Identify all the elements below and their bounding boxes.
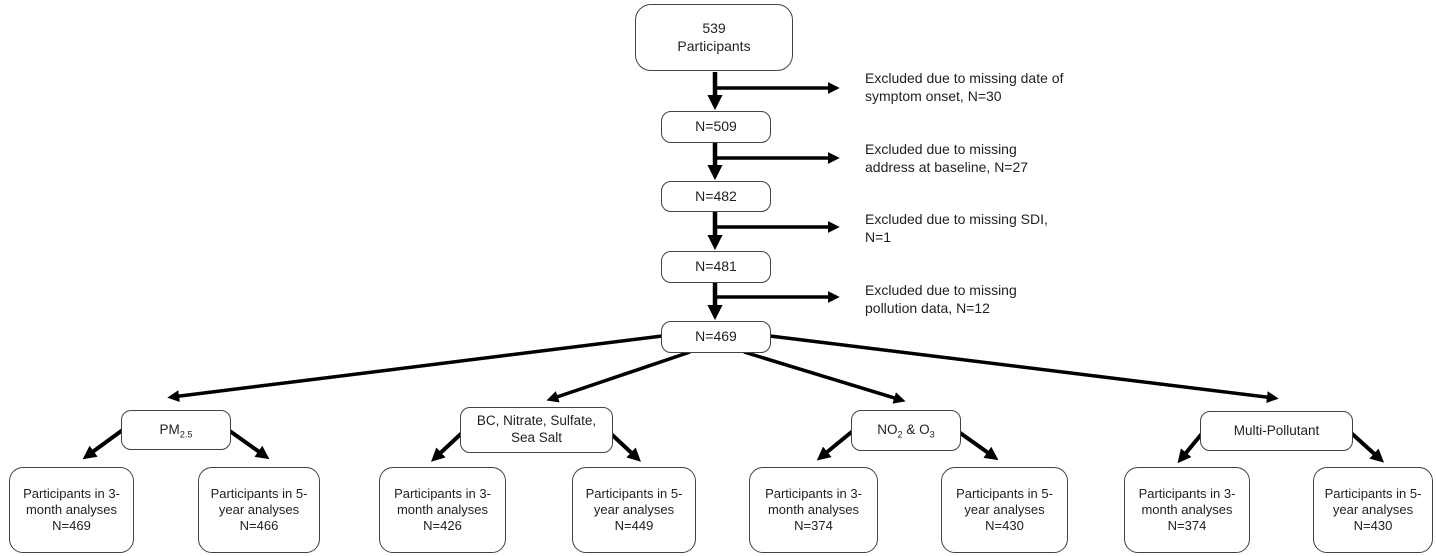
category-no2-o3-label: NO2 & O3 — [877, 422, 934, 439]
leaf-text: Participants in 5-year analyses — [210, 485, 308, 517]
node-n482-label: N=482 — [695, 187, 737, 204]
pm-label-main: PM — [159, 421, 180, 437]
node-n481-label: N=481 — [695, 258, 737, 275]
exclusion-note-symptom-onset: Excluded due to missing date of symptom … — [865, 70, 1064, 104]
leaf-text: Participants in 5-year analyses — [585, 485, 683, 517]
no2-subscript: 2 — [897, 429, 903, 440]
node-n509-label: N=509 — [695, 118, 737, 135]
exclusion-note-address-baseline: Excluded due to missing address at basel… — [865, 141, 1029, 175]
leaf-pm25-5year: Participants in 5-year analyses N=466 — [198, 467, 320, 553]
category-pm25: PM2.5 — [121, 410, 231, 450]
participant-count: 539 — [702, 20, 726, 36]
leaf-n-value: N=374 — [1167, 518, 1207, 534]
category-bc-nitrate-sulfate-seasalt: BC, Nitrate, Sulfate, Sea Salt — [460, 407, 613, 453]
leaf-n-value: N=426 — [423, 518, 462, 534]
leaf-n-value: N=430 — [985, 518, 1024, 534]
node-539-participants: 539 Participants — [635, 4, 793, 71]
leaf-text: Participants in 3-month analyses — [23, 485, 120, 517]
category-multi-pollutant: Multi-Pollutant — [1200, 411, 1353, 451]
exclusion-note-sdi: Excluded due to missing SDI, N=1 — [865, 211, 1048, 245]
leaf-no2o3-3month: Participants in 3-month analyses N=374 — [749, 467, 878, 553]
leaf-n-value: N=430 — [1353, 518, 1393, 534]
leaf-n-value: N=449 — [614, 518, 654, 534]
leaf-n-value: N=466 — [239, 518, 279, 534]
leaf-pm25-3month: Participants in 3-month analyses N=469 — [9, 467, 134, 553]
o3-label: & O — [902, 422, 930, 438]
category-leaf-arrows — [82, 427, 1385, 464]
exclusion-branch-arrows — [715, 82, 840, 303]
leaf-text: Participants in 5-year analyses — [956, 485, 1053, 517]
no2-label: NO — [877, 422, 898, 438]
node-n469: N=469 — [661, 321, 771, 353]
node-n509: N=509 — [661, 111, 771, 143]
fanout-arrows — [167, 334, 1279, 404]
category-pm25-label: PM2.5 — [159, 422, 192, 439]
leaf-n-value: N=469 — [52, 518, 91, 534]
category-multi-pollutant-label: Multi-Pollutant — [1233, 422, 1320, 438]
leaf-multi-3month: Participants in 3-month analyses N=374 — [1124, 467, 1250, 553]
exclusion-note-pollution-data: Excluded due to missing pollution data, … — [865, 282, 1017, 316]
leaf-text: Participants in 5-year analyses — [1324, 485, 1422, 517]
category-no2-o3: NO2 & O3 — [851, 410, 961, 451]
leaf-text: Participants in 3-month analyses — [765, 485, 862, 517]
leaf-bc-3month: Participants in 3-month analyses N=426 — [379, 467, 506, 553]
category-bc-label: BC, Nitrate, Sulfate, Sea Salt — [476, 413, 597, 445]
leaf-text: Participants in 3-month analyses — [394, 485, 491, 517]
leaf-multi-5year: Participants in 5-year analyses N=430 — [1313, 467, 1433, 553]
node-n469-label: N=469 — [695, 328, 737, 345]
o3-subscript: 3 — [929, 429, 935, 440]
leaf-n-value: N=374 — [794, 518, 833, 534]
leaf-bc-5year: Participants in 5-year analyses N=449 — [572, 467, 696, 553]
leaf-text: Participants in 3-month analyses — [1138, 485, 1236, 517]
node-n482: N=482 — [661, 181, 771, 212]
leaf-no2o3-5year: Participants in 5-year analyses N=430 — [941, 467, 1068, 553]
participant-label: Participants — [677, 37, 751, 54]
pm-label-subscript: 2.5 — [179, 429, 193, 440]
node-n481: N=481 — [661, 251, 771, 283]
